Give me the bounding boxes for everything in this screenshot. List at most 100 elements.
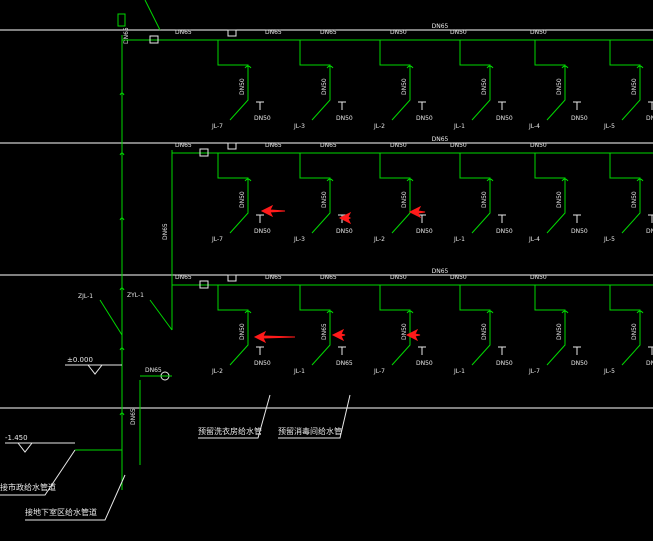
municipal-pipe-label: 接市政给水管道 [0,482,56,492]
floor2-riser-2-pipe [299,153,331,234]
floor1-riser-1-break [244,65,252,69]
floor2-riser-3-pipe [379,153,411,234]
floor1-riser-3-break [406,65,414,69]
floor3-riser-1-pipe [217,285,249,366]
dn65-horizontal-label: DN65 [145,367,162,374]
floor3-riser-3-size-label: DN50 [401,323,408,340]
floor2-riser-2-meter-label: DN50 [336,228,353,235]
floor3-riser-5-meter-label: DN50 [571,360,588,367]
top-valve-symbol [117,13,126,27]
floor3-main-pipe-label: DN65 [432,268,449,275]
left-riser-leader-1 [99,299,123,336]
floor3-riser-4-pipe [459,285,491,366]
floor3-riser-1-size-label: DN50 [239,323,246,340]
floor3-riser-2-pipe [299,285,331,366]
floor2-riser-4-meter-label: DN50 [496,228,513,235]
floor2-riser-5-meter-label: DN50 [571,228,588,235]
floor2-riser-4-break [486,178,494,182]
floor3-riser-2-size-label: DN65 [321,323,328,340]
floor1-riser-6-pipe [609,40,641,121]
floor1-riser-2-size-label: DN50 [321,78,328,95]
floor2-riser-3-break [406,178,414,182]
floor2-riser-3-code: JL-2 [373,236,385,243]
floor1-riser-4-code: JL-1 [453,123,465,130]
floor1-riser-5-size-label: DN50 [556,78,563,95]
floor1-riser-2-break [326,65,334,69]
floor1-segment-label-4: DN50 [390,29,407,36]
floor2-riser-4-size-label: DN50 [481,191,488,208]
floor1-riser-1-size-label: DN50 [239,78,246,95]
left-riser-label-zjl1: ZJL-1 [78,293,93,300]
floor3-riser-2-meter-label: DN65 [336,360,353,367]
dn65-vertical-label-3: DN65 [130,408,137,425]
red-arrow-4 [253,330,296,344]
floor3-riser-6-pipe [609,285,641,366]
floor1-segment-label-3: DN65 [320,29,337,36]
floor1-segment-label-6: DN50 [530,29,547,36]
basement-leader [25,474,126,521]
floor1-meter-box [227,29,237,37]
top-diagonal-pipe [144,0,161,31]
dn65-vertical-label-1: DN65 [123,27,130,44]
floor3-riser-6-size-label: DN50 [631,323,638,340]
floor2-riser-1-meter-label: DN50 [254,228,271,235]
floor1-riser-1-code: JL-7 [211,123,223,130]
floor1-main-pipe-label: DN65 [432,23,449,30]
fire-pipe-label: 预留消毒间给水管 [278,426,342,436]
riser-break-4 [119,347,125,351]
floor2-segment-label-2: DN65 [265,142,282,149]
dn65-vertical-label-2: DN65 [162,223,169,240]
riser-break-1 [119,152,125,156]
floor2-riser-1-pipe [217,153,249,234]
floor1-riser-3-meter-label: DN50 [416,115,433,122]
floor3-riser-1-code: JL-2 [211,368,223,375]
floor2-riser-3-size-label: DN50 [401,191,408,208]
red-arrow-5 [331,328,346,342]
basement-pipe-label: 接地下室区给水管道 [25,507,97,517]
floor3-riser-4-break [486,310,494,314]
red-arrow-6 [405,328,421,342]
floor3-riser-6-meter-label: DN50 [646,360,653,367]
floor1-riser-6-break [636,65,644,69]
floor2-segment-label-1: DN65 [175,142,192,149]
floor3-riser-6-break [636,310,644,314]
floor2-riser-4-pipe [459,153,491,234]
floor3-riser-4-code: JL-1 [453,368,465,375]
red-arrow-1 [260,204,286,218]
floor1-riser-2-code: JL-3 [293,123,305,130]
floor1-riser-2-pipe [299,40,331,121]
floor3-riser-5-pipe [534,285,566,366]
floor1-riser-4-pipe [459,40,491,121]
floor3-segment-label-5: DN50 [450,274,467,281]
floor3-segment-label-4: DN50 [390,274,407,281]
red-arrow-3 [408,205,426,219]
floor3-riser-1-meter-label: DN50 [254,360,271,367]
riser-break-0 [119,92,125,96]
laundry-leader [198,394,271,439]
floor2-riser-5-code: JL-4 [528,236,540,243]
floor3-segment-label-1: DN65 [175,274,192,281]
floor2-riser-6-meter-label: DN50 [646,228,653,235]
floor2-riser-6-break [636,178,644,182]
floor2-segment-label-6: DN50 [530,142,547,149]
floor2-riser-1-size-label: DN50 [239,191,246,208]
laundry-pipe-label: 预留洗衣房给水管 [198,426,262,436]
floor1-riser-5-break [561,65,569,69]
left-riser-leader-2 [149,299,173,331]
floor1-riser-5-pipe [534,40,566,121]
floor3-riser-5-size-label: DN50 [556,323,563,340]
floor2-segment-label-5: DN50 [450,142,467,149]
floor3-segment-label-2: DN65 [265,274,282,281]
floor3-riser-2-break [326,310,334,314]
floor1-segment-label-5: DN50 [450,29,467,36]
floor2-riser-4-code: JL-1 [453,236,465,243]
floor2-riser-5-break [561,178,569,182]
floor2-riser-2-code: JL-3 [293,236,305,243]
floor3-riser-3-meter-label: DN50 [416,360,433,367]
floor1-riser-6-size-label: DN50 [631,78,638,95]
floor2-riser-3-meter-label: DN50 [416,228,433,235]
floor3-riser-3-break [406,310,414,314]
red-arrow-2 [338,211,352,225]
